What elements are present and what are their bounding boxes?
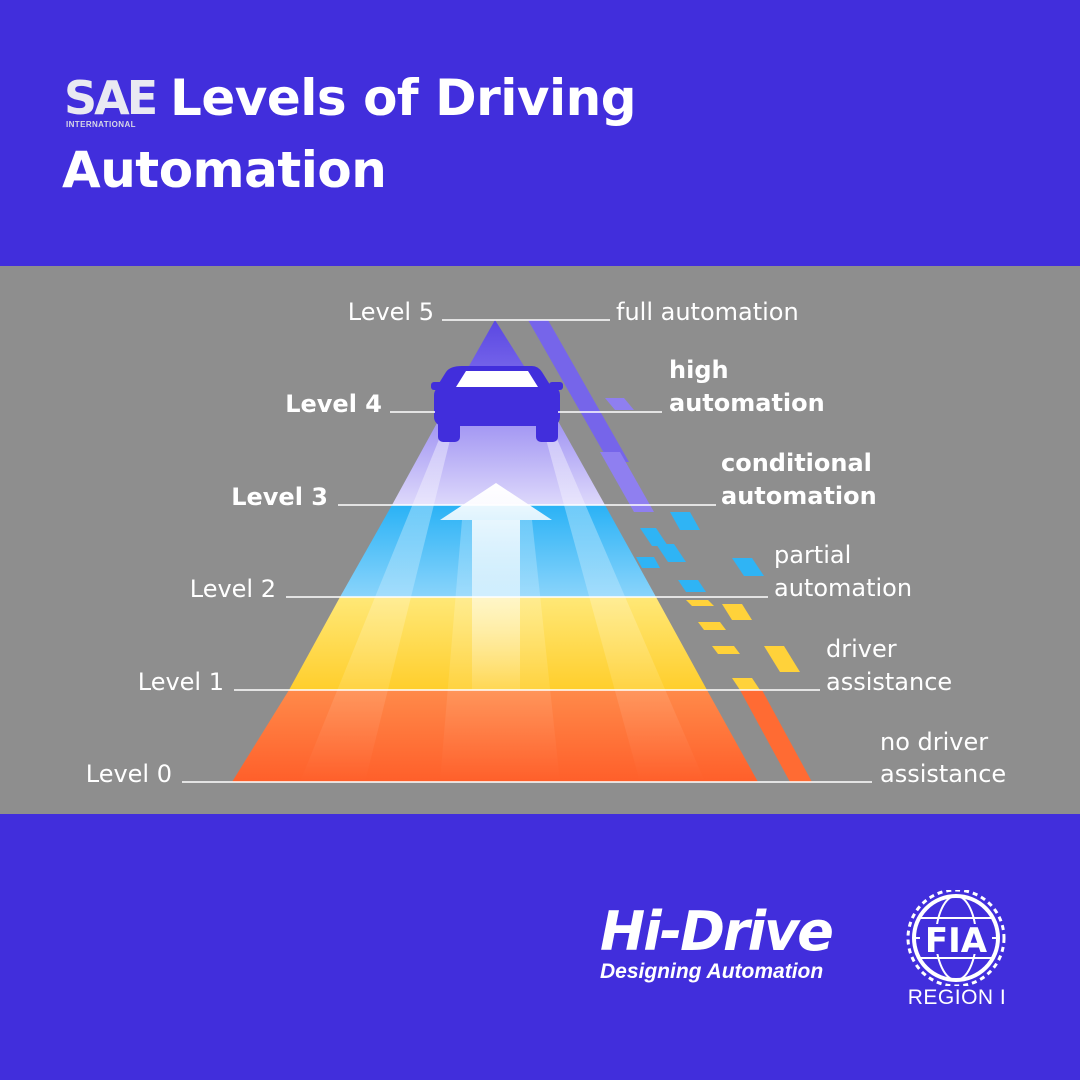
diagram-band: Level 0 Level 1 Level 2 Level 3 Level 4 … [0, 266, 1080, 814]
level-description-4-line-2: automation [669, 389, 825, 417]
car-icon [431, 366, 563, 442]
road-dash-3 [670, 512, 700, 530]
level-description-2-line-1: partial [774, 541, 851, 569]
fia-region-label: REGION I [907, 986, 1007, 1009]
headlight-beam-left [300, 432, 452, 782]
headlight-beam-right [544, 432, 705, 782]
page-title: Levels of Driving Automation [62, 69, 637, 199]
automation-pyramid-diagram: Level 0 Level 1 Level 2 Level 3 Level 4 … [86, 298, 1006, 788]
level-description-1-line-1: driver [826, 635, 897, 663]
branding-footer: Hi-Drive Designing Automation FIA REGION… [0, 880, 1080, 1020]
level-label-0: Level 0 [86, 760, 172, 788]
road-dash-8 [678, 580, 706, 592]
road-dash-1 [605, 398, 634, 410]
level-label-1: Level 1 [138, 668, 224, 696]
road-stripe-bottom [740, 690, 812, 782]
level-description-0-line-1: no driver [880, 728, 988, 756]
road-dash-5 [656, 544, 686, 562]
fia-logo: FIA REGION I [898, 888, 1028, 1014]
road-dash-7 [636, 557, 660, 568]
road-dash-4 [640, 528, 668, 546]
level-description-1-line-2: assistance [826, 668, 952, 696]
level-label-3: Level 3 [231, 483, 328, 511]
leader-lines [182, 319, 872, 783]
fia-globe-icon: FIA [906, 888, 1006, 988]
road-dash-10 [722, 604, 752, 620]
fia-logo-text: FIA [925, 921, 988, 961]
road-dash-2 [600, 452, 654, 512]
hidrive-tagline: Designing Automation [600, 960, 824, 983]
road-dash-12 [712, 646, 740, 654]
level-description-5: full automation [616, 298, 799, 326]
upward-arrow [440, 483, 552, 690]
hidrive-logo-name: Hi-Drive [600, 900, 834, 963]
sae-logo: SAE INTERNATIONAL [64, 72, 160, 132]
level-description-0-line-2: assistance [880, 760, 1006, 788]
sae-logo-mark: SAE [64, 71, 158, 125]
hidrive-logo: Hi-Drive Designing Automation [600, 902, 860, 984]
road-dash-14 [732, 678, 760, 690]
road-dash-9 [686, 600, 714, 606]
road-stripe-top [528, 320, 629, 462]
road-dash-13 [764, 646, 800, 672]
sae-logo-subtext: INTERNATIONAL [66, 120, 136, 129]
road-dash-11 [698, 622, 726, 630]
level-description-4-line-1: high [669, 356, 729, 384]
level-label-5: Level 5 [348, 298, 434, 326]
level-description-3-line-1: conditional [721, 449, 872, 477]
level-description-2-line-2: automation [774, 574, 912, 602]
road-dash-6 [732, 558, 764, 576]
level-description-3-line-2: automation [721, 482, 877, 510]
level-label-2: Level 2 [190, 575, 276, 603]
level-label-4: Level 4 [285, 390, 382, 418]
